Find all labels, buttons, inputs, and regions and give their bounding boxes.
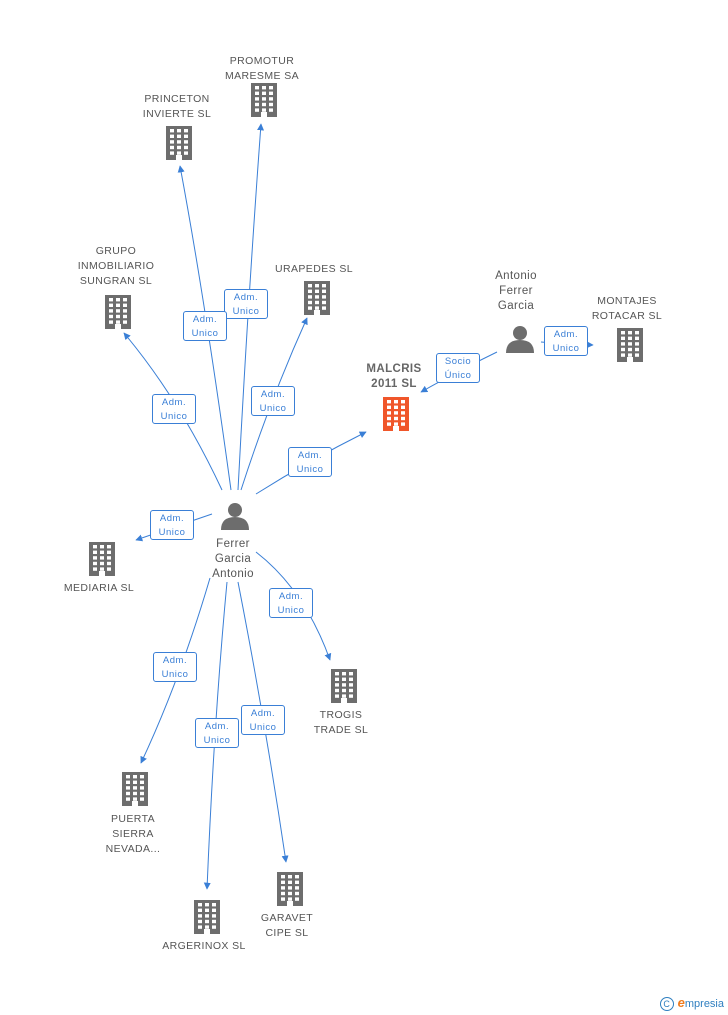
edges-layer — [123, 123, 594, 890]
company-building-icon[interactable] — [122, 772, 148, 806]
edge-label-ferrer-puerta[interactable]: Adm. Unico — [153, 652, 197, 682]
company-building-icon[interactable] — [194, 900, 220, 934]
node-label-promotur[interactable]: PROMOTUR MARESME SA — [224, 55, 299, 82]
edge-label-ferrer-malcris[interactable]: Adm. Unico — [288, 447, 332, 477]
edge-label-antonio-montajes[interactable]: Adm. Unico — [544, 326, 588, 356]
company-building-icon[interactable] — [251, 83, 277, 117]
edge-label-ferrer-princeton[interactable]: Adm. Unico — [183, 311, 227, 341]
edge-label-ferrer-trogis[interactable]: Adm. Unico — [269, 588, 313, 618]
company-building-icon[interactable] — [304, 281, 330, 315]
edge-label-antonio-malcris[interactable]: Socio Único — [436, 353, 480, 383]
company-building-icon[interactable] — [617, 328, 643, 362]
node-label-grupo[interactable]: GRUPO INMOBILIARIO SUNGRAN SL — [77, 245, 155, 287]
edge-label-ferrer-garavet[interactable]: Adm. Unico — [241, 705, 285, 735]
edge-label-ferrer-urapedes[interactable]: Adm. Unico — [251, 386, 295, 416]
node-label-ferrer[interactable]: Ferrer Garcia Antonio — [212, 538, 254, 580]
company-building-icon[interactable] — [89, 542, 115, 576]
company-building-icon[interactable] — [277, 872, 303, 906]
icons-layer — [89, 83, 643, 934]
node-label-urapedes[interactable]: URAPEDES SL — [275, 263, 353, 275]
person-icon[interactable] — [506, 326, 534, 353]
node-label-princeton[interactable]: PRINCETON INVIERTE SL — [142, 93, 212, 120]
main-company-building-icon[interactable] — [383, 397, 409, 431]
node-label-antonio[interactable]: Antonio Ferrer Garcia — [495, 270, 537, 312]
node-label-montajes[interactable]: MONTAJES ROTACAR SL — [591, 295, 663, 322]
company-building-icon[interactable] — [105, 295, 131, 329]
node-label-garavet[interactable]: GARAVET CIPE SL — [260, 912, 314, 939]
node-label-trogis[interactable]: TROGIS TRADE SL — [313, 709, 369, 736]
node-label-mediaria[interactable]: MEDIARIA SL — [63, 582, 135, 594]
company-building-icon[interactable] — [331, 669, 357, 703]
node-label-argerinox[interactable]: ARGERINOX SL — [162, 940, 246, 952]
company-building-icon[interactable] — [166, 126, 192, 160]
copyright-icon: C — [659, 997, 674, 1011]
edge-label-ferrer-promotur[interactable]: Adm. Unico — [224, 289, 268, 319]
person-icon[interactable] — [221, 503, 249, 530]
edge-label-ferrer-mediaria[interactable]: Adm. Unico — [150, 510, 194, 540]
node-label-puerta[interactable]: PUERTA SIERRA NEVADA... — [105, 813, 161, 855]
brand-name: mpresia — [684, 998, 724, 1010]
brand-initial: e — [677, 995, 685, 1010]
node-label-malcris[interactable]: MALCRIS 2011 SL — [366, 363, 422, 390]
edge-label-ferrer-argerinox[interactable]: Adm. Unico — [195, 718, 239, 748]
edge-label-ferrer-grupo[interactable]: Adm. Unico — [152, 394, 196, 424]
